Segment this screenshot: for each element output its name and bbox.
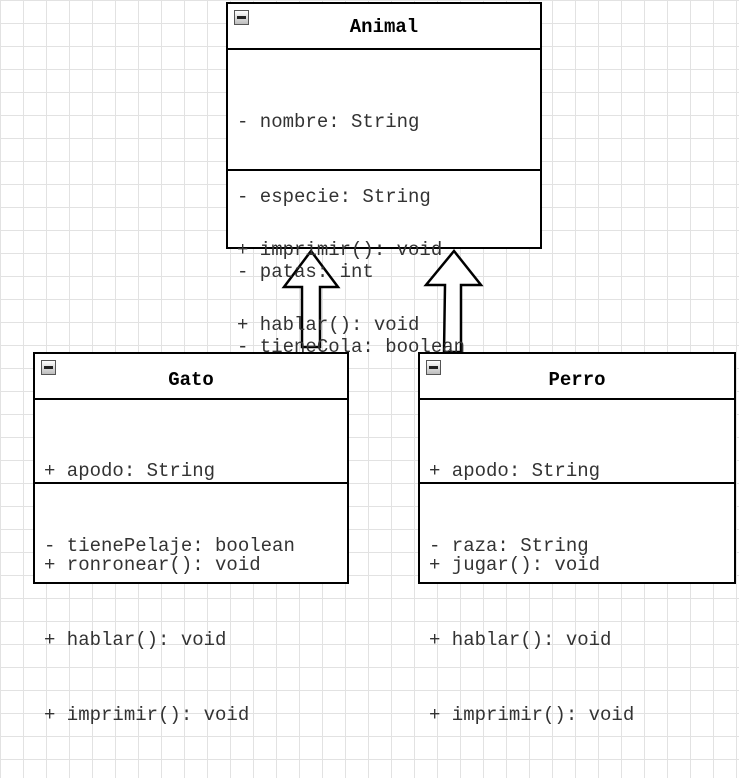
attributes-section-gato: + apodo: String - tienePelaje: boolean (35, 400, 347, 557)
inheritance-arrow-gato-animal (281, 248, 341, 349)
class-header-perro: Perro (420, 354, 734, 400)
method-hablar: + hablar(): void (237, 314, 420, 336)
method-hablar: + hablar(): void (44, 629, 227, 651)
collapse-icon[interactable] (41, 360, 56, 375)
method-ronronear: + ronronear(): void (44, 554, 261, 576)
attributes-section-animal: - nombre: String - especie: String - pat… (228, 50, 540, 358)
methods-section-animal: + imprimir(): void + hablar(): void (228, 171, 540, 388)
attribute-patas: - patas: int (237, 261, 374, 283)
attribute-apodo: + apodo: String (429, 460, 601, 482)
methods-section-gato: + ronronear(): void + hablar(): void + i… (35, 484, 347, 778)
class-gato[interactable]: Gato + apodo: String - tienePelaje: bool… (33, 352, 349, 726)
method-imprimir: + imprimir(): void (429, 704, 635, 726)
attribute-apodo: + apodo: String (44, 460, 216, 482)
collapse-icon[interactable] (426, 360, 441, 375)
inheritance-arrow-perro-animal (423, 249, 484, 354)
class-header-gato: Gato (35, 354, 347, 400)
methods-section-perro: + jugar(): void + hablar(): void + impri… (420, 484, 734, 778)
class-perro[interactable]: Perro + apodo: String - raza: String + j… (418, 352, 736, 726)
collapse-icon[interactable] (234, 10, 249, 25)
attributes-section-perro: + apodo: String - raza: String (420, 400, 734, 557)
method-imprimir: + imprimir(): void (44, 704, 250, 726)
method-imprimir: + imprimir(): void (237, 239, 443, 261)
method-hablar: + hablar(): void (429, 629, 612, 651)
class-name-gato: Gato (168, 369, 214, 391)
attribute-nombre: - nombre: String (237, 111, 420, 133)
class-name-animal: Animal (349, 16, 419, 38)
class-animal[interactable]: Animal - nombre: String - especie: Strin… (226, 2, 542, 358)
attribute-tienePelaje: - tienePelaje: boolean (44, 535, 295, 557)
attribute-especie: - especie: String (237, 186, 431, 208)
class-name-perro: Perro (548, 369, 606, 391)
method-jugar: + jugar(): void (429, 554, 601, 576)
attribute-raza: - raza: String (429, 535, 589, 557)
class-header-animal: Animal (228, 4, 540, 50)
inheritance-arrows (281, 248, 484, 354)
